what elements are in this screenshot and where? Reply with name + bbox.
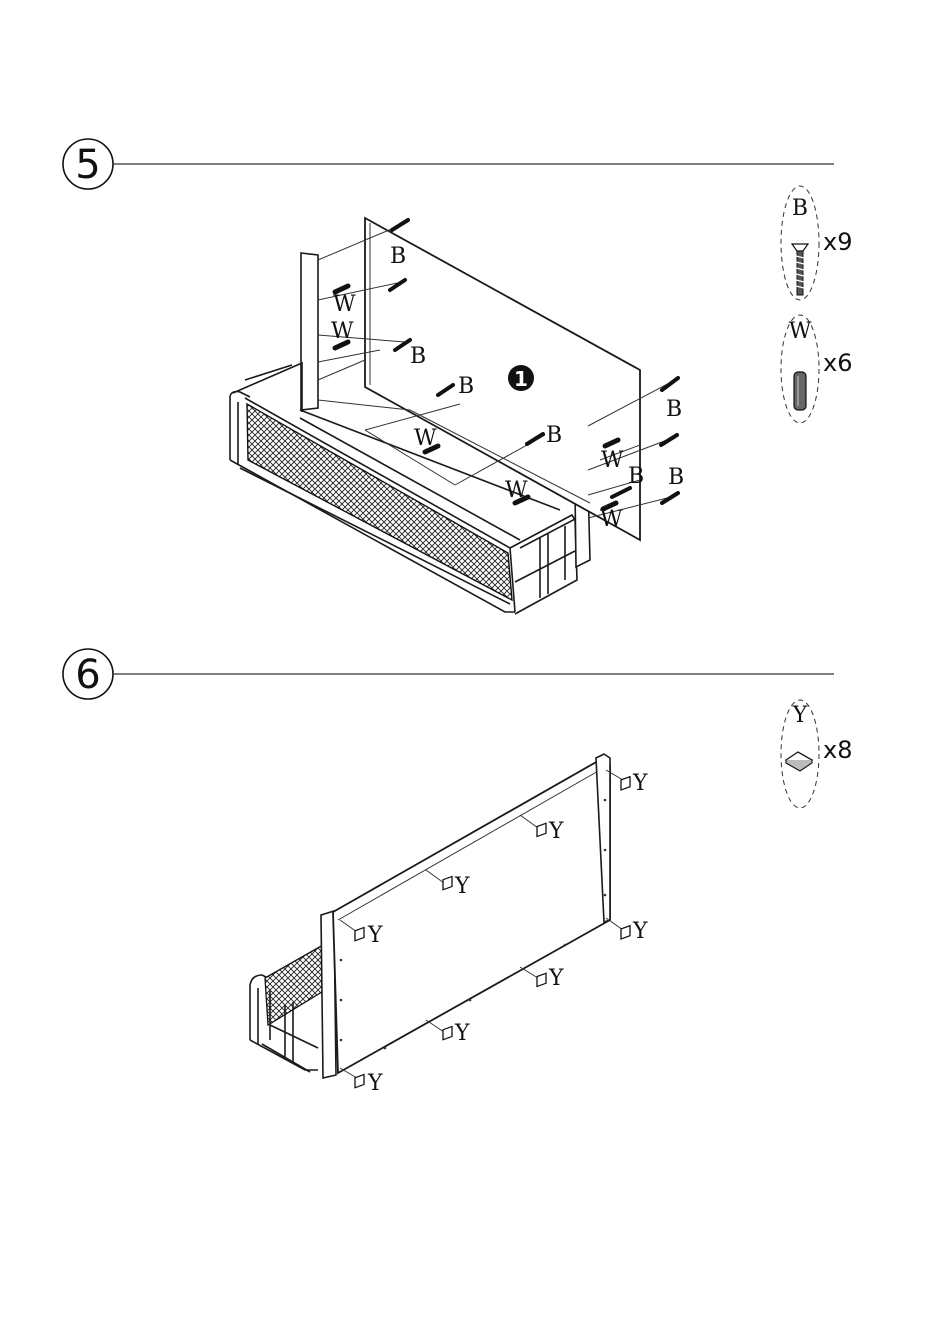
parts-legend-b: B x9 [781, 186, 852, 300]
screw-icon [792, 244, 808, 295]
label-y: Y [548, 966, 564, 991]
label-y: Y [454, 1021, 470, 1046]
label-w: W [505, 478, 528, 503]
part-letter: W [789, 319, 812, 344]
label-w: W [414, 426, 437, 451]
label-w: W [333, 292, 356, 317]
part-quantity: x6 [823, 349, 852, 377]
step-5-assembly: 1 [230, 218, 684, 614]
part-letter: Y [792, 703, 808, 728]
label-y: Y [632, 771, 648, 796]
step-6-header: 6 [63, 649, 834, 699]
parts-legend-w: W x6 [781, 315, 852, 423]
step-number: 5 [75, 142, 100, 188]
back-panel [333, 761, 610, 1073]
label-y: Y [548, 819, 564, 844]
left-post [301, 253, 318, 410]
label-y: Y [367, 923, 383, 948]
label-w: W [331, 319, 354, 344]
label-b: B [390, 244, 406, 269]
part-quantity: x8 [823, 736, 852, 764]
label-b: B [666, 397, 682, 422]
felt-pad-icon [786, 752, 812, 771]
step-5-header: 5 [63, 139, 834, 189]
label-w: W [600, 507, 623, 532]
label-b: B [458, 374, 474, 399]
label-b: B [410, 344, 426, 369]
label-y: Y [632, 919, 648, 944]
step-number: 6 [75, 652, 100, 698]
bench-frame-upright [250, 945, 325, 1072]
label-y: Y [454, 874, 470, 899]
dowel-icon [794, 372, 806, 410]
mesh-panel [265, 945, 325, 1025]
part-letter: B [792, 196, 808, 221]
label-b: B [546, 423, 562, 448]
parts-legend-y: Y x8 [781, 700, 852, 808]
part-quantity: x9 [823, 228, 852, 256]
panel-callout: 1 [508, 365, 534, 391]
label-b: B [628, 464, 644, 489]
label-b: B [668, 465, 684, 490]
label-w: W [601, 448, 624, 473]
step-6-assembly: Y Y Y Y Y Y Y Y [250, 754, 648, 1096]
label-y: Y [367, 1071, 383, 1096]
part-number: 1 [514, 367, 528, 391]
